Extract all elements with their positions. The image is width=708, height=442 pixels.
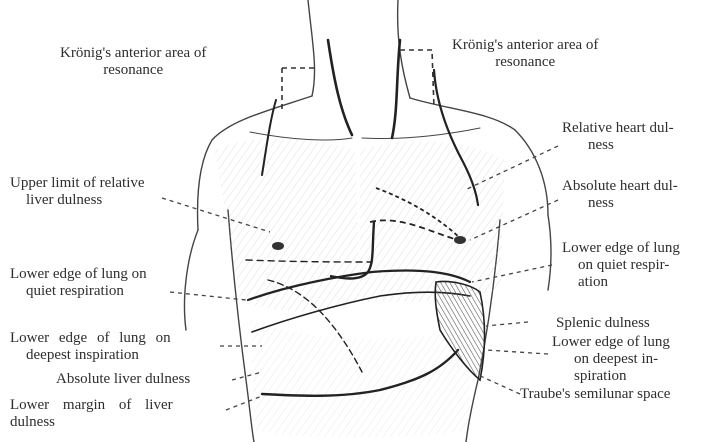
label-lower-lung-deep-left: Lower edge of lung on deepest inspiratio… <box>10 330 171 364</box>
label-kronig-right: Krönig's anterior area of resonance <box>452 37 598 71</box>
label-relative-heart-dulness: Relative heart dul- ness <box>562 120 674 154</box>
label-kronig-left: Krönig's anterior area of resonance <box>60 45 206 79</box>
kronig-area-lines <box>282 50 434 112</box>
chest-shading <box>215 138 360 311</box>
label-lower-lung-quiet-left: Lower edge of lung on quiet respiration <box>10 266 147 300</box>
label-traube-space: Traube's semilunar space <box>520 386 670 403</box>
label-absolute-liver-dulness: Absolute liver dulness <box>56 371 190 388</box>
label-splenic-dulness: Splenic dulness <box>556 315 650 332</box>
label-absolute-heart-dulness: Absolute heart dul- ness <box>562 178 678 212</box>
label-lower-margin-liver: Lower margin of liver dulness <box>10 397 173 431</box>
label-lower-lung-deep-right: Lower edge of lung on deepest in- spirat… <box>552 334 670 385</box>
label-lower-lung-quiet-right: Lower edge of lung on quiet respir- atio… <box>562 240 680 291</box>
label-upper-limit-liver: Upper limit of relative liver dulness <box>10 175 145 209</box>
